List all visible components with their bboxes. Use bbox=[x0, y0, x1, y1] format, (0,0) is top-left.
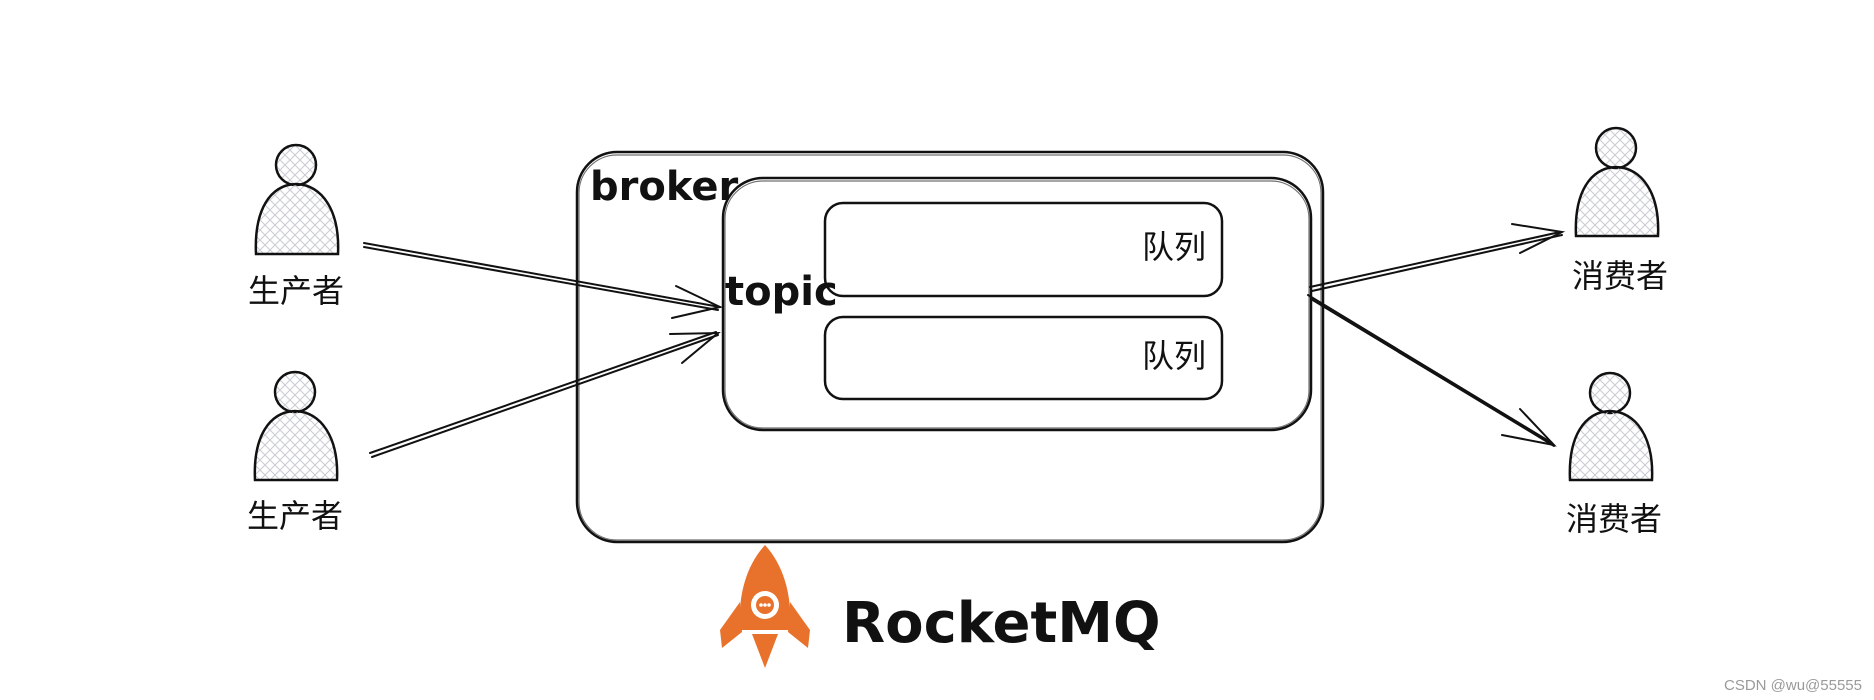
topic-label: topic bbox=[725, 269, 838, 315]
producer-label: 生产者 bbox=[247, 497, 343, 535]
queue-box bbox=[823, 315, 1224, 401]
queue-box bbox=[823, 201, 1224, 298]
queue-label: 队列 bbox=[1142, 337, 1206, 375]
rocketmq-logo-text: RocketMQ bbox=[842, 591, 1161, 656]
consumer-person-icon bbox=[1568, 371, 1654, 482]
broker-to-consumer-arrow bbox=[1309, 223, 1566, 292]
consumer-person-icon bbox=[1574, 126, 1660, 238]
rocket-icon bbox=[720, 545, 810, 668]
producer-label: 生产者 bbox=[248, 272, 344, 310]
producer-to-topic-arrow bbox=[363, 242, 724, 319]
consumer-label: 消费者 bbox=[1572, 257, 1668, 295]
rocketmq-logo: RocketMQ bbox=[720, 545, 1161, 668]
broker-to-consumer-arrow bbox=[1307, 294, 1557, 447]
broker-box bbox=[575, 150, 1325, 544]
broker-label: broker bbox=[590, 164, 738, 210]
queue-label: 队列 bbox=[1142, 228, 1206, 266]
producer-person-icon bbox=[254, 143, 340, 256]
topic-box bbox=[721, 176, 1313, 432]
producer-person-icon bbox=[253, 370, 339, 482]
producer-to-topic-arrow bbox=[369, 331, 721, 458]
consumer-label: 消费者 bbox=[1566, 500, 1662, 538]
csdn-watermark: CSDN @wu@55555 bbox=[1724, 677, 1862, 694]
